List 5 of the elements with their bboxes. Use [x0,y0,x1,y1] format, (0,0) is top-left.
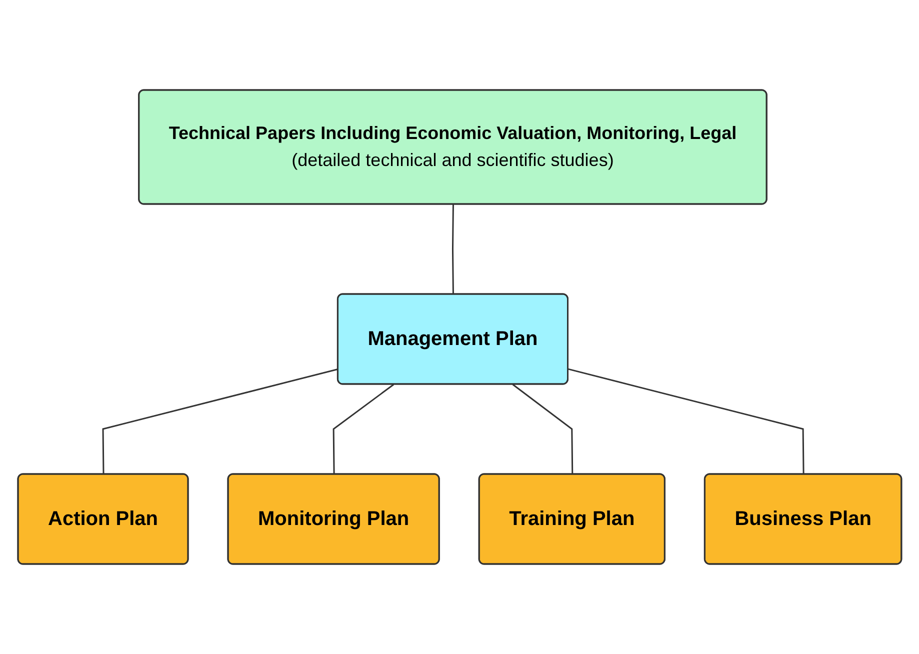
connector [102,368,338,474]
connector [568,368,804,474]
connector [452,204,454,294]
connector [332,384,394,474]
connector [512,384,573,474]
